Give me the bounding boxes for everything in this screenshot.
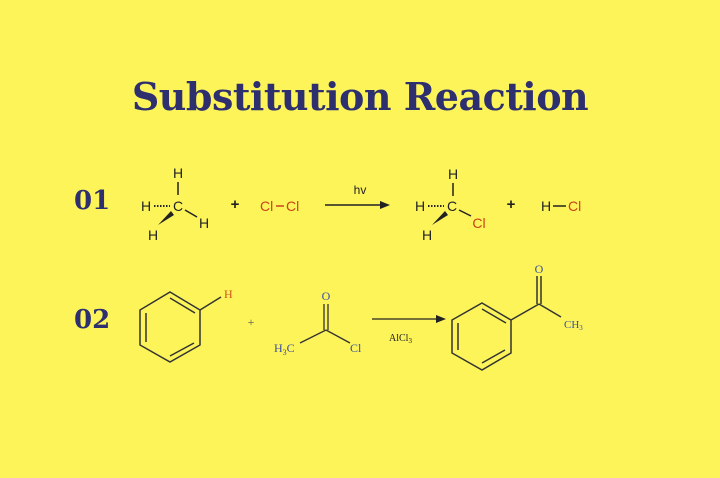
methane-h-right: H (199, 215, 209, 231)
cl-left: Cl (260, 198, 273, 214)
methane-h-top: H (173, 165, 183, 181)
cl-right: Cl (286, 198, 299, 214)
reaction-number-2: 02 (74, 305, 111, 335)
acetyl-chloride-structure: O H3C Cl (274, 289, 362, 357)
acetyl-cl: Cl (350, 341, 362, 355)
benzene-h: H (224, 287, 233, 301)
methane-c: C (173, 198, 183, 214)
chlorine-molecule: Cl Cl (260, 198, 299, 214)
acetyl-h3c: H3C (274, 341, 295, 357)
acetophenone-ch3: CH3 (564, 319, 583, 332)
hcl-cl: Cl (568, 198, 581, 214)
catalyst-alcl3: AlCl3 (389, 333, 412, 345)
chloromethane-structure: H C H Cl H (415, 166, 486, 243)
methane-h-left: H (141, 198, 151, 214)
reaction-arrow-2: AlCl3 (372, 315, 446, 345)
chloromethane-h-bottom: H (422, 227, 432, 243)
acetophenone-o: O (535, 262, 544, 276)
chloromethane-h-top: H (448, 166, 458, 182)
reaction-arrow-1: hv (325, 183, 390, 209)
benzene-structure: H (139, 287, 233, 363)
condition-hv: hv (354, 183, 367, 197)
reaction-number-1: 01 (74, 186, 111, 216)
hcl-molecule: H Cl (541, 198, 581, 214)
chloromethane-cl: Cl (472, 215, 485, 231)
acetophenone-structure: O CH3 (451, 262, 583, 371)
plus-sign-1b: + (507, 196, 516, 213)
methane-h-bottom: H (148, 227, 158, 243)
acetyl-o: O (322, 289, 331, 303)
plus-sign-2: + (248, 315, 255, 329)
page-title: Substitution Reaction (131, 74, 589, 119)
chloromethane-c: C (447, 198, 457, 214)
plus-sign-1a: + (231, 196, 240, 213)
methane-structure: H C H H H (141, 165, 209, 243)
chloromethane-h-left: H (415, 198, 425, 214)
hcl-h: H (541, 198, 551, 214)
